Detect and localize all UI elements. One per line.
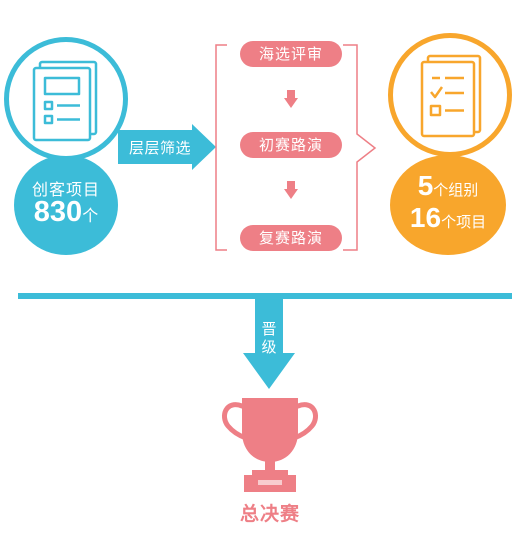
checklist-icon	[420, 54, 482, 138]
filter-label: 层层筛选	[128, 139, 191, 157]
groups-count: 5	[417, 170, 434, 201]
arrow-down-icon	[284, 90, 298, 108]
final-label: 总决赛	[239, 503, 300, 525]
result-projects: 16个项目	[390, 202, 506, 234]
projects-count: 16	[409, 202, 442, 233]
source-count: 830	[33, 196, 83, 228]
stage-second-round: 复赛路演	[240, 225, 342, 251]
result-blob	[390, 155, 506, 255]
stages-bracket	[215, 44, 377, 251]
projects-text: 个项目	[441, 213, 487, 231]
source-label: 创客项目	[31, 180, 100, 199]
source-count-group: 830个	[14, 196, 118, 229]
divider-line	[18, 293, 512, 299]
stage-preliminary-review: 海选评审	[240, 41, 342, 67]
result-groups: 5个组别	[390, 170, 506, 202]
groups-text: 个组别	[433, 181, 479, 199]
source-blob	[14, 155, 118, 255]
stage-first-round: 初赛路演	[240, 132, 342, 158]
trophy-icon	[222, 398, 318, 492]
filter-arrow	[118, 124, 216, 170]
promote-char-1: 晋	[261, 320, 277, 338]
source-unit: 个	[82, 206, 99, 225]
promote-char-2: 级	[261, 338, 277, 356]
document-list-icon	[32, 60, 98, 142]
promote-label: 晋 级	[256, 320, 282, 356]
arrow-down-icon	[284, 181, 298, 199]
promote-arrow	[243, 299, 295, 389]
